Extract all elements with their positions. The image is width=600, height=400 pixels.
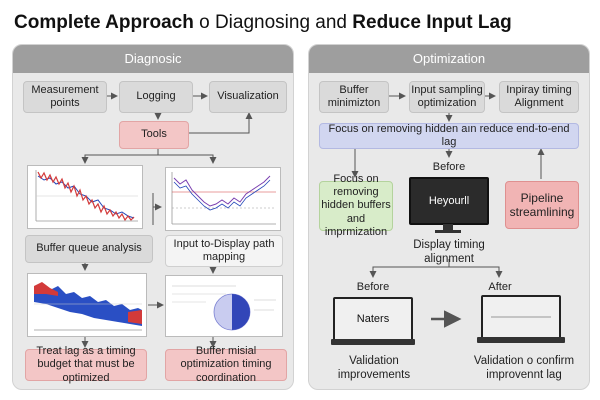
optimization-panel: Optimization Buffer minimizton Input sam… <box>308 44 590 390</box>
validation-right-label: Validation o confirm improvennt lag <box>473 355 575 381</box>
title-light: o Diagnosing and <box>199 12 347 33</box>
display-timing-label: Display timing alignment <box>413 239 485 265</box>
focus-green-box: Focus on removing hidden buffers and imp… <box>319 173 393 238</box>
before-top-label: Before <box>432 161 466 173</box>
before-bottom-label: Before <box>356 281 390 293</box>
buffer-queue-analysis-box: Buffer queue analysis <box>25 235 153 263</box>
before-monitor-screen: Naters <box>333 297 413 341</box>
optimization-header: Optimization <box>309 45 589 73</box>
pie-chart <box>165 275 283 337</box>
validation-left-label: Validation improvements <box>337 355 411 381</box>
input-display-mapping-box: Input to-Display path mapping <box>165 235 283 267</box>
pie-svg <box>172 285 276 331</box>
inpiray-timing-box: Inpiray timing Alignment <box>499 81 579 113</box>
page-title: Complete Approach o Diagnosing and Reduc… <box>14 12 512 34</box>
buffer-misial-box: Buffer misial optimization timing coordi… <box>165 345 287 384</box>
after-label: After <box>488 281 512 293</box>
top-monitor: Heyourll <box>409 177 489 235</box>
measurement-points-box: Measurement points <box>23 81 107 113</box>
treat-lag-box: Treat lag as a timing budget that must b… <box>25 345 147 384</box>
tools-box: Tools <box>119 121 189 149</box>
title-bold-b: Reduce Input Lag <box>352 12 512 33</box>
buffer-minimization-box: Buffer minimizton <box>319 81 389 113</box>
timing-line-svg <box>171 172 276 225</box>
input-sampling-box: Input sampling optimization <box>409 81 485 113</box>
timing-line-chart <box>165 167 281 231</box>
visualization-box: Visualization <box>209 81 287 113</box>
buffer-area-svg <box>34 282 142 331</box>
buffer-area-chart <box>27 273 147 337</box>
top-monitor-screen: Heyourll <box>409 177 489 225</box>
focus-bar: Focus on removing hidden aın reduce end-… <box>319 123 579 149</box>
logging-box: Logging <box>119 81 193 113</box>
latency-line-chart <box>27 165 143 229</box>
before-monitor: Naters <box>331 297 415 349</box>
diagnostic-header: Diagnosic <box>13 45 293 73</box>
after-monitor-line <box>491 316 551 318</box>
after-monitor-screen <box>481 295 561 339</box>
after-monitor <box>477 295 565 351</box>
title-bold-a: Complete Approach <box>14 12 194 33</box>
pipeline-box: Pipeline streamlining <box>505 181 579 229</box>
diagnostic-panel: Diagnosic Measurement points Logging Vis… <box>12 44 294 390</box>
latency-line-svg <box>35 170 138 222</box>
